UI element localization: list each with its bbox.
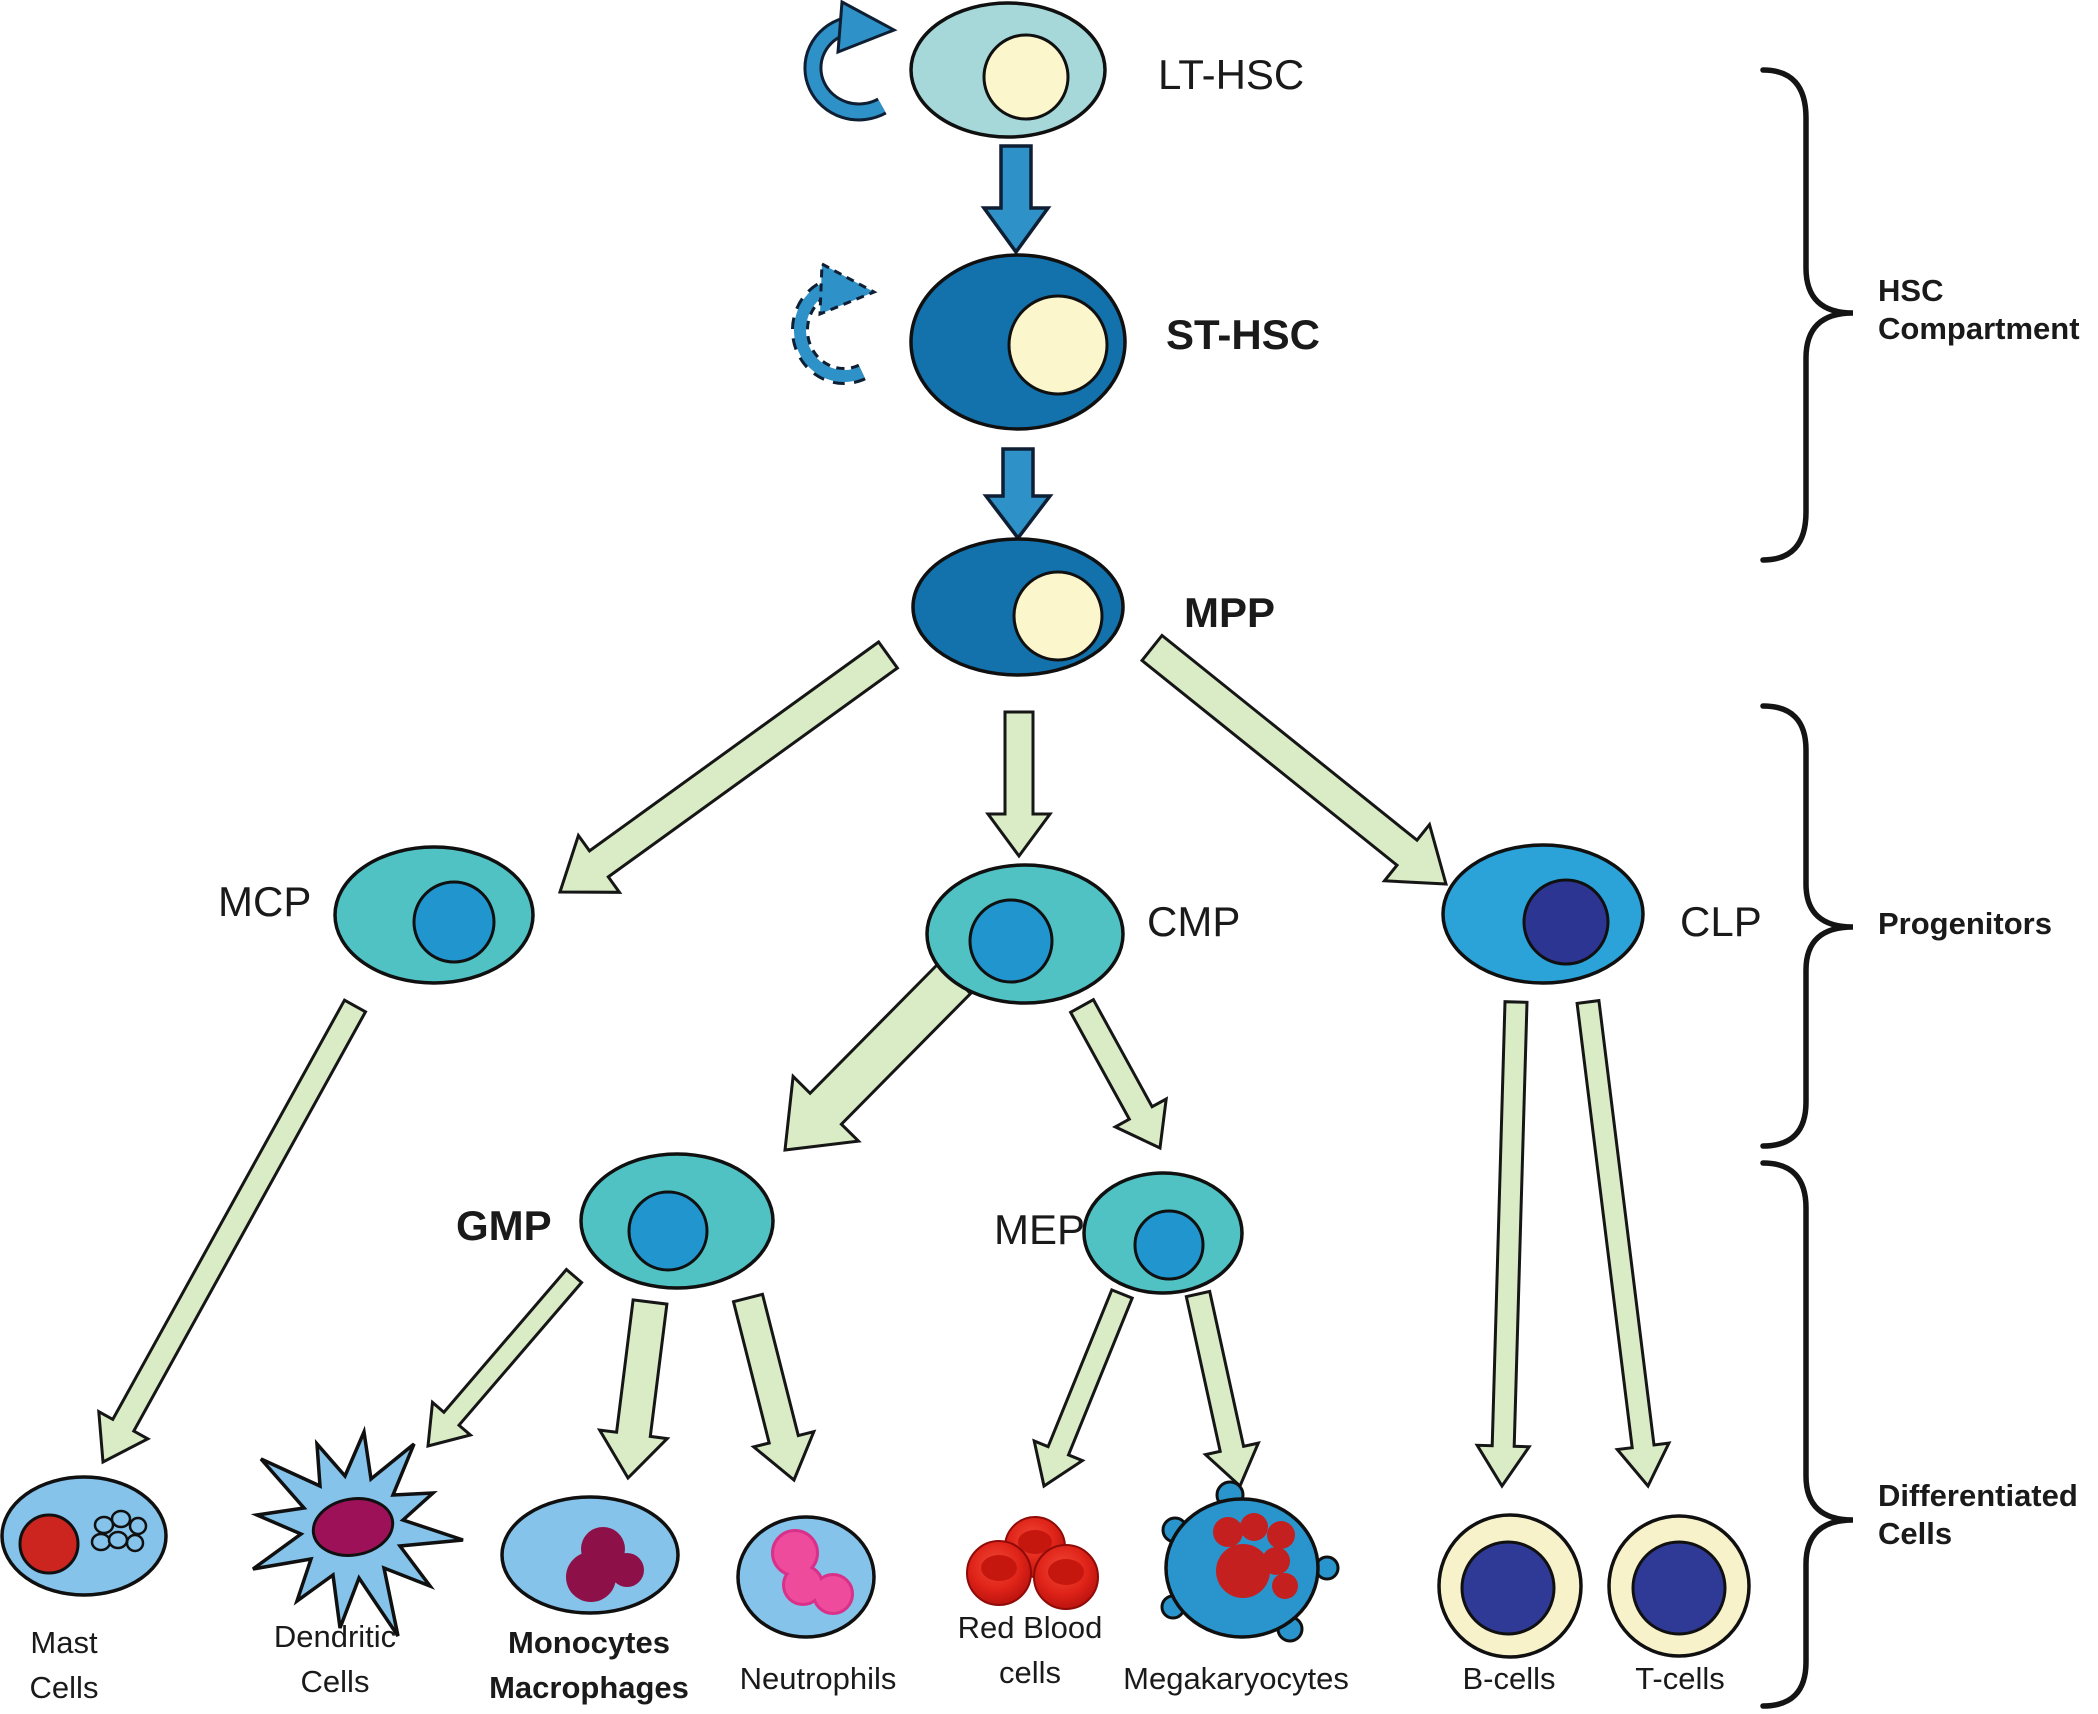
neutrophil-cell — [736, 1515, 876, 1639]
arrow-gmp-to-monocytes — [596, 1298, 671, 1481]
clp-cell — [1441, 843, 1645, 985]
label-red-blood-cells: Red Blood cells — [957, 1610, 1103, 1690]
mcp-cell — [333, 845, 535, 985]
dendritic-cell — [250, 1425, 464, 1637]
brace-hsc-compartment — [1760, 67, 1854, 563]
cmp-cell — [925, 863, 1125, 1005]
label-lt-hsc: LT-HSC — [1158, 51, 1305, 98]
monocyte-nucleus — [566, 1527, 644, 1602]
mpp-cell — [911, 537, 1125, 677]
monocyte-macrophage-cell — [500, 1495, 680, 1615]
label-megakaryocytes: Megakaryocytes — [1123, 1661, 1349, 1696]
brace-differentiated-cells — [1760, 1160, 1854, 1709]
lt-hsc-cell — [909, 1, 1107, 139]
label-cmp: CMP — [1147, 898, 1241, 945]
megakaryocyte-cell — [1160, 1480, 1340, 1643]
mep-cell — [1082, 1171, 1244, 1295]
label-b-cells: B-cells — [1462, 1661, 1556, 1696]
dendritic-nucleus — [311, 1497, 395, 1557]
t-cell — [1607, 1514, 1751, 1658]
gmp-cell — [579, 1152, 775, 1290]
mast-granules — [90, 1509, 148, 1553]
b-cell — [1437, 1513, 1583, 1659]
megakaryocyte-nucleus — [1213, 1513, 1298, 1599]
label-monocytes-macrophages: Monocytes Macrophages — [489, 1625, 689, 1705]
arrow-mep-to-megakaryocytes — [1184, 1289, 1261, 1489]
label-mep: MEP — [994, 1206, 1086, 1253]
arrow-mpp-to-cmp — [985, 710, 1053, 859]
arrow-mpp-to-mcp — [557, 639, 900, 894]
mast-cell — [0, 1475, 168, 1597]
label-clp: CLP — [1680, 898, 1762, 945]
arrow-mep-to-red-blood-cells — [1032, 1287, 1135, 1489]
arrow-cmp-to-mep — [1068, 997, 1169, 1151]
arrow-lthsc-to-sthsc — [980, 144, 1052, 255]
label-progenitors: Progenitors — [1878, 906, 2052, 941]
st-hsc-cell — [909, 253, 1127, 431]
label-hsc-compartment: HSC Compartment — [1878, 273, 2080, 346]
label-differentiated-cells: Differentiated Cells — [1878, 1478, 2078, 1551]
label-st-hsc: ST-HSC — [1166, 311, 1321, 358]
self-renewal-arrow-st-hsc — [791, 261, 878, 385]
self-renewal-arrow-lt-hsc — [803, 0, 898, 122]
arrow-gmp-to-dendritic-cells — [426, 1267, 584, 1448]
label-mpp: MPP — [1184, 589, 1276, 636]
arrow-layer — [97, 144, 1672, 1489]
label-neutrophils: Neutrophils — [739, 1661, 897, 1696]
arrow-clp-to-b-cells — [1474, 1000, 1532, 1489]
arrow-gmp-to-neutrophils — [731, 1292, 817, 1483]
brace-progenitors — [1760, 703, 1854, 1149]
arrow-cmp-to-gmp — [783, 960, 973, 1152]
arrow-mpp-to-clp — [1139, 633, 1449, 886]
arrow-sthsc-to-mpp — [982, 447, 1054, 541]
label-mcp: MCP — [218, 878, 312, 925]
red-blood-cell — [966, 1540, 1032, 1606]
red-blood-cell — [1033, 1544, 1099, 1610]
arrow-clp-to-t-cells — [1575, 998, 1672, 1489]
label-mast-cells: Mast Cells — [29, 1625, 99, 1705]
arrow-mcp-to-mast-cells — [97, 998, 368, 1465]
red-blood-cells — [966, 1516, 1099, 1610]
label-gmp: GMP — [456, 1202, 552, 1249]
neutrophil-nucleus — [771, 1529, 854, 1615]
label-t-cells: T-cells — [1635, 1661, 1725, 1696]
label-dendritic-cells: Dendritic Cells — [273, 1619, 397, 1699]
